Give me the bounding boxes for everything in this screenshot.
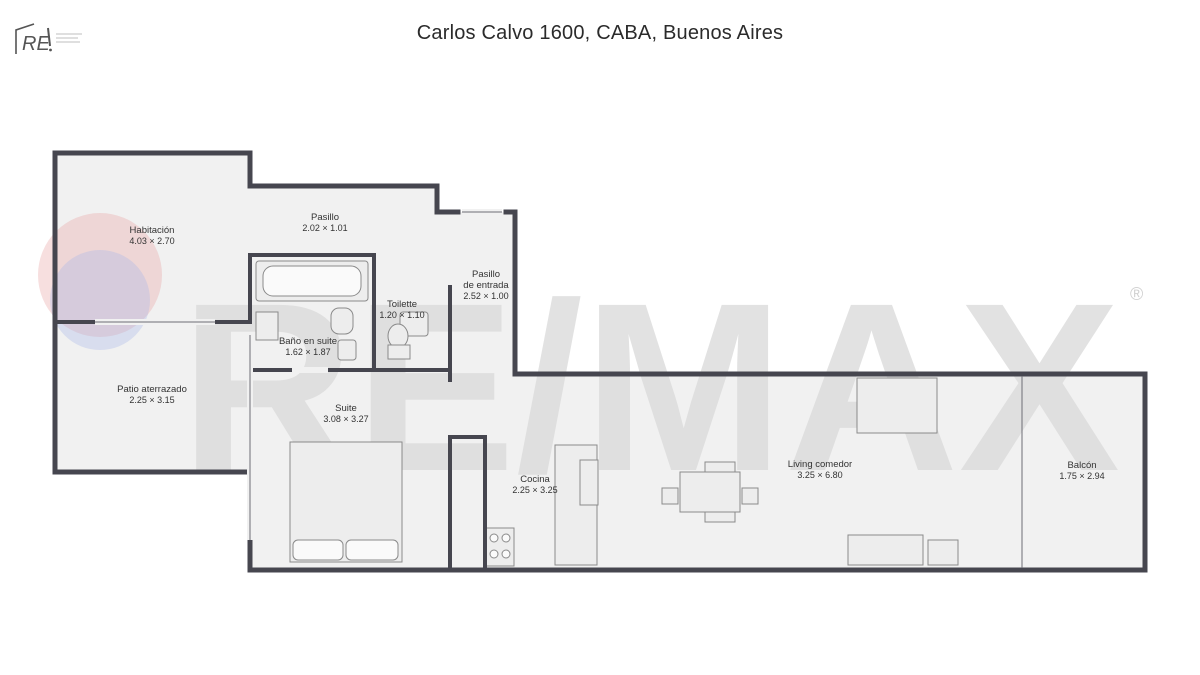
burner-2-icon <box>501 533 511 543</box>
burner-1-icon <box>489 533 499 543</box>
dims-suite: 3.08 × 3.27 <box>323 414 368 424</box>
dims-toilette: 1.20 × 1.10 <box>379 310 424 320</box>
label-suite: Suite <box>335 403 357 414</box>
dining-chair-top-icon <box>704 461 736 473</box>
wall-east-south <box>247 209 1148 573</box>
label-habitacion: Habitación <box>130 225 175 236</box>
floor-pasillo <box>250 185 435 255</box>
bidet-icon <box>337 339 357 361</box>
balloon-icon <box>38 213 162 337</box>
room-labels: Habitación 4.03 × 2.70 Pasillo 2.02 × 1.… <box>117 212 1105 495</box>
stove-icon <box>485 527 515 567</box>
dims-cocina: 2.25 × 3.25 <box>512 485 557 495</box>
dining-chair-right-icon <box>741 487 759 505</box>
bath-toilet-icon <box>330 307 354 335</box>
wall-north <box>52 150 461 215</box>
toilette-toilet-icon <box>387 323 409 349</box>
pillow-right-icon <box>345 539 399 561</box>
dims-bano-suite: 1.62 × 1.87 <box>285 347 330 357</box>
dining-table-icon <box>679 471 741 513</box>
label-pasillo-entrada-2: de entrada <box>463 280 509 291</box>
label-cocina: Cocina <box>520 474 550 485</box>
wall-bath-top <box>248 253 376 372</box>
burner-4-icon <box>501 549 511 559</box>
floor-west <box>55 153 250 473</box>
furniture <box>255 260 959 567</box>
tv-unit-icon <box>847 534 924 566</box>
brokerage-logo: RE <box>15 23 82 55</box>
dims-balcon: 1.75 × 2.94 <box>1059 471 1104 481</box>
bath-sink-icon <box>255 311 279 341</box>
logo-mark: RE <box>15 23 82 55</box>
label-living: Living comedor <box>788 459 852 470</box>
dims-patio: 2.25 × 3.15 <box>129 395 174 405</box>
toilette-tank-icon <box>387 344 411 360</box>
dining-chair-bottom-icon <box>704 511 736 523</box>
balloon-lower-icon <box>50 250 150 350</box>
label-balcon: Balcón <box>1067 460 1096 471</box>
label-pasillo: Pasillo <box>311 212 339 223</box>
page-title: Carlos Calvo 1600, CABA, Buenos Aires <box>416 22 784 44</box>
label-bano-suite: Baño en suite <box>279 336 337 347</box>
sofa-icon <box>856 377 938 434</box>
dims-habitacion: 4.03 × 2.70 <box>129 236 174 246</box>
pillow-left-icon <box>292 539 344 561</box>
dims-living: 3.25 × 6.80 <box>797 470 842 480</box>
label-toilette: Toilette <box>387 299 417 310</box>
dining-chair-left-icon <box>661 487 679 505</box>
dims-pasillo: 2.02 × 1.01 <box>302 223 347 233</box>
burner-3-icon <box>489 549 499 559</box>
label-pasillo-entrada-1: Pasillo <box>472 269 500 280</box>
kitchen-sink-icon <box>579 459 599 506</box>
bathtub-basin-icon <box>262 265 362 297</box>
label-patio: Patio aterrazado <box>117 384 187 395</box>
side-table-icon <box>927 539 959 566</box>
wall-kitchen-left <box>448 435 487 572</box>
logo-text: RE <box>22 33 50 55</box>
opening-glass <box>95 211 1023 568</box>
registered-mark: ® <box>1130 284 1143 304</box>
dims-pasillo-entrada: 2.52 × 1.00 <box>463 291 508 301</box>
